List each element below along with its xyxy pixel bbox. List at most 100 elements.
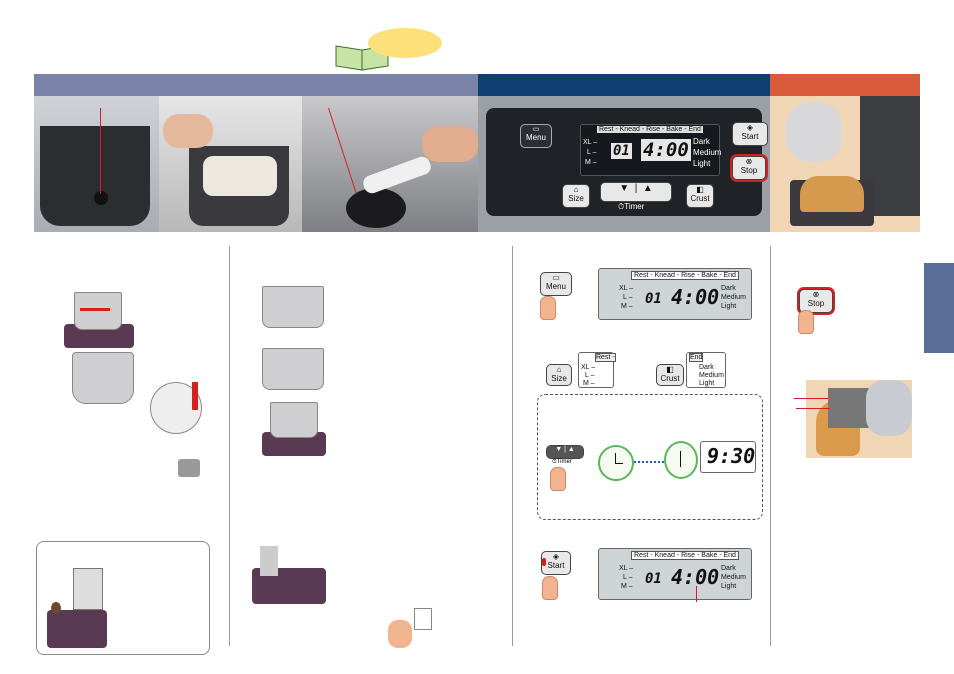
illustration-insert-pan	[262, 396, 330, 458]
lcd-menu-program-number: 01	[645, 291, 662, 307]
lcd-menu-crust-medium: Medium	[721, 294, 746, 301]
start-button-illustration[interactable]: ◈ Start	[541, 551, 571, 575]
panel-size-m: M –	[585, 159, 597, 166]
indicator-line	[696, 586, 697, 602]
kneading-blade-icon	[178, 459, 200, 477]
lcd-menu-time: 4:00	[671, 285, 720, 309]
callout-box	[36, 541, 210, 655]
size-lcd-bar: Rest -	[595, 353, 616, 362]
highlight-bubble	[368, 28, 442, 58]
lcd-start-size-xl: XL –	[619, 565, 634, 572]
finger-icon	[550, 467, 566, 491]
side-tab[interactable]	[924, 263, 954, 353]
stop-icon: ⊗	[812, 290, 820, 299]
timer-lcd: 9:30	[700, 441, 756, 473]
panel-crust-dark: Dark	[693, 137, 710, 146]
crust-lcd-dark: Dark	[699, 364, 714, 371]
panel-crust-light: Light	[693, 159, 711, 168]
divider-1	[229, 246, 230, 646]
illustration-remove-pan	[64, 278, 136, 348]
start-led	[542, 558, 546, 566]
crust-button[interactable]: ◧ Crust	[686, 184, 714, 208]
start-button[interactable]: ◈ Start	[732, 122, 768, 146]
illustration-add-flour	[262, 338, 330, 390]
lcd-menu-crust-dark: Dark	[721, 285, 736, 292]
book-icon: ▭	[552, 273, 560, 282]
timer-button-illustration[interactable]: ▼ | ▲	[546, 445, 584, 459]
lcd-menu-size-l: L –	[623, 294, 633, 301]
lcd-menu-size-xl: XL –	[619, 285, 634, 292]
lcd-start-size-m: M –	[621, 583, 633, 590]
panel-size-xl: XL –	[583, 139, 598, 146]
divider-3	[770, 246, 771, 646]
lcd-menu-program-bar: Rest - Knead - Rise - Bake - End	[631, 271, 739, 280]
crust-lcd-light: Light	[699, 380, 715, 387]
menu-button-illustration[interactable]: ▭ Menu	[540, 272, 572, 296]
book-icon: ▭	[532, 126, 540, 133]
crust-icon: ◧	[696, 185, 704, 194]
illustration-fit-blade	[66, 352, 206, 448]
timer-label: ⏱Timer	[618, 202, 645, 211]
loaf-icon: ⌂	[573, 185, 579, 194]
panel-size-l: L –	[587, 149, 597, 156]
lcd-start-size-l: L –	[623, 574, 633, 581]
menu-button[interactable]: ▭ Menu	[520, 124, 552, 148]
panel-program-number: 01	[611, 143, 632, 159]
finger-icon	[542, 576, 558, 600]
dotted-arrow	[634, 461, 668, 463]
illustration-bread-out	[806, 380, 912, 458]
panel-time: 4:00	[641, 139, 691, 161]
photo-yeast-dispenser	[302, 96, 478, 232]
photo-adding-flour	[159, 96, 302, 232]
lcd-start-crust-medium: Medium	[721, 574, 746, 581]
lcd-start-program-number: 01	[645, 571, 662, 587]
timer-label-small: ⏱Timer	[552, 459, 572, 465]
size-button-illustration[interactable]: ⌂ Size	[546, 364, 572, 386]
stop-button-illustration[interactable]: ⊗ Stop	[799, 289, 833, 313]
section-bar-operate	[478, 74, 770, 96]
panel-lcd: Rest - Knead - Rise - Bake - End XL – L …	[580, 124, 722, 176]
size-button[interactable]: ⌂ Size	[562, 184, 590, 208]
photo-bread-pan	[34, 96, 159, 232]
photo-removing-bread	[770, 96, 920, 232]
loaf-icon: ⌂	[556, 365, 562, 374]
section-bar-finish	[770, 74, 920, 96]
stop-button[interactable]: ⊗ Stop	[732, 156, 766, 180]
lcd-menu-crust-light: Light	[721, 303, 737, 310]
crust-button-illustration[interactable]: ◧ Crust	[656, 364, 684, 386]
timer-buttons[interactable]: ▼ | ▲	[600, 182, 672, 202]
control-panel-photo: ▭ Menu Rest - Knead - Rise - Bake - End …	[478, 96, 770, 232]
finger-icon	[798, 310, 814, 334]
size-lcd-l: L –	[585, 372, 595, 379]
start-icon: ◈	[552, 552, 560, 561]
illustration-add-yeast	[252, 546, 328, 606]
crust-lcd: End Dark Medium Light	[686, 352, 726, 388]
lcd-menu-size-m: M –	[621, 303, 633, 310]
lcd-start-program-bar: Rest - Knead - Rise - Bake - End	[631, 551, 739, 560]
lcd-start-time: 4:00	[671, 565, 720, 589]
crust-lcd-bar: End	[689, 353, 704, 362]
crust-icon: ◧	[666, 365, 674, 374]
lcd-menu: Rest - Knead - Rise - Bake - End XL – L …	[598, 268, 752, 320]
finger-icon	[540, 296, 556, 320]
control-panel: ▭ Menu Rest - Knead - Rise - Bake - End …	[486, 108, 768, 216]
panel-crust-medium: Medium	[693, 148, 722, 157]
illustration-add-water	[262, 272, 330, 328]
size-lcd-xl: XL –	[581, 364, 596, 371]
timer-lcd-time: 9:30	[707, 444, 756, 468]
pointer-line-2	[796, 408, 830, 409]
start-icon: ◈	[746, 123, 754, 132]
size-lcd: Rest - XL – L – M –	[578, 352, 616, 388]
section-bar-prepare	[34, 74, 478, 96]
divider-2	[512, 246, 513, 646]
lcd-start: Rest - Knead - Rise - Bake - End XL – L …	[598, 548, 752, 600]
pointer-line-1	[794, 398, 828, 399]
stop-icon: ⊗	[745, 157, 753, 166]
panel-program-bar: Rest - Knead - Rise - Bake - End	[597, 126, 703, 133]
crust-lcd-medium: Medium	[699, 372, 724, 379]
lcd-start-crust-light: Light	[721, 583, 737, 590]
size-lcd-m: M –	[583, 380, 595, 387]
clock-icon-start	[598, 445, 634, 481]
lcd-start-crust-dark: Dark	[721, 565, 736, 572]
plug-icon	[384, 606, 432, 650]
